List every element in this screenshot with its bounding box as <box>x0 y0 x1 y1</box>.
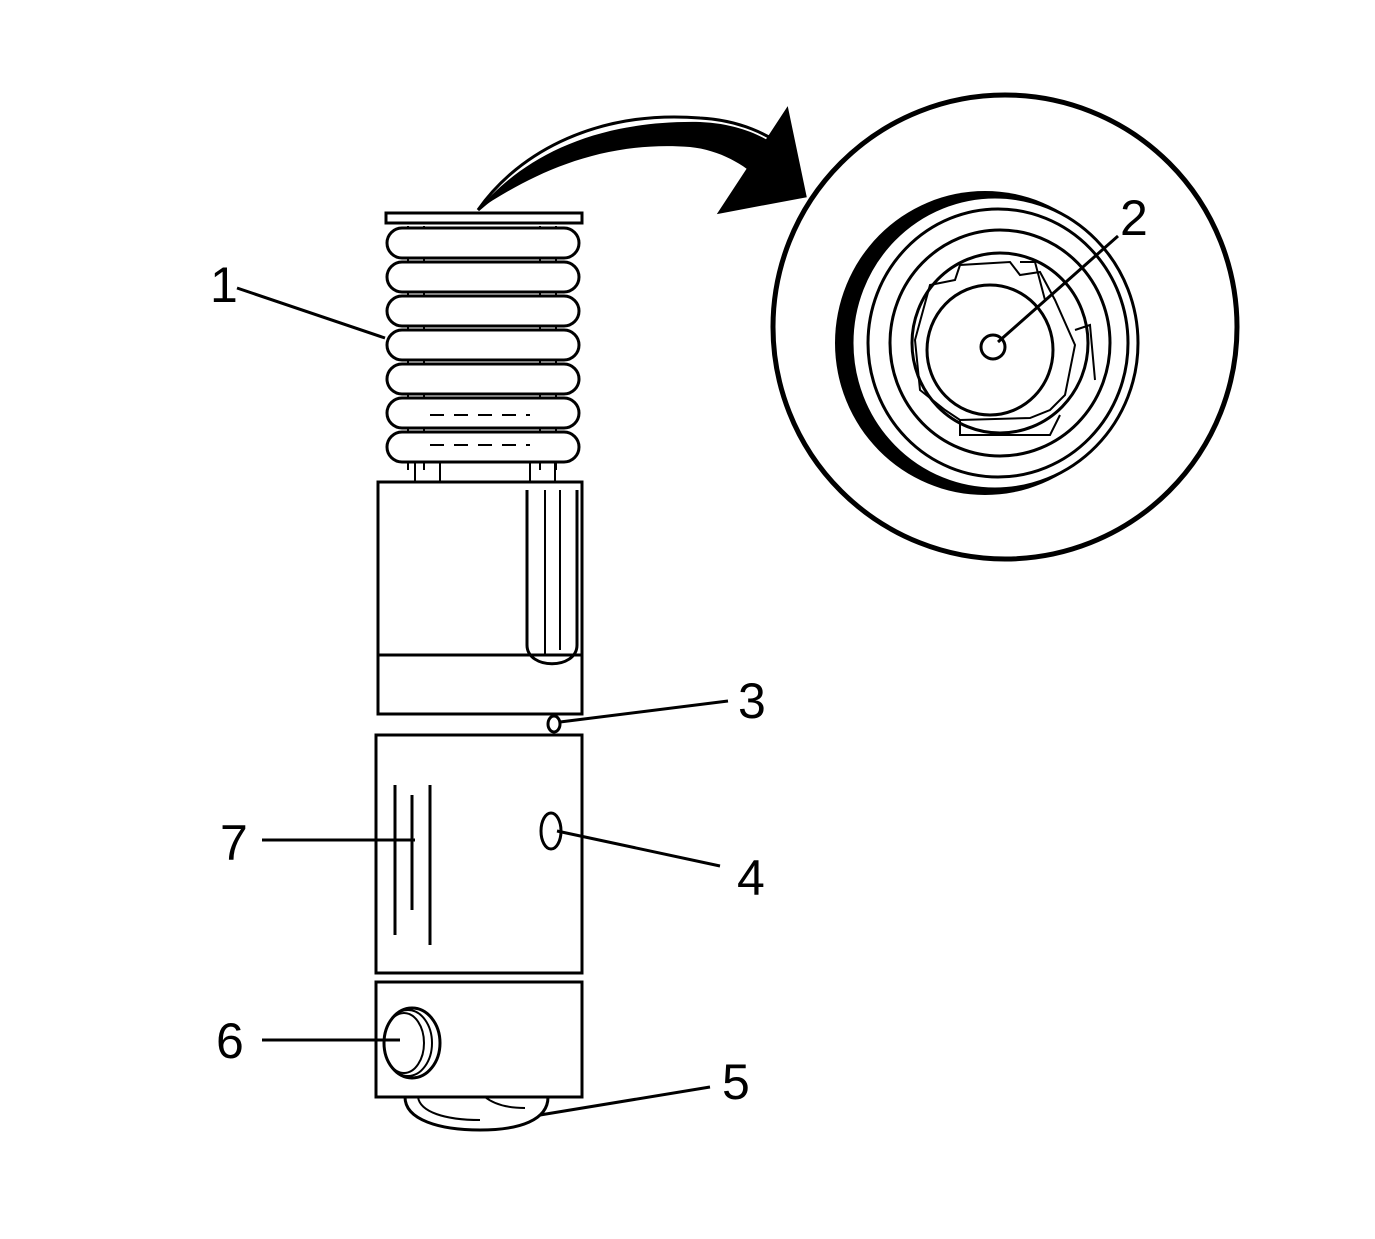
oil-hole <box>546 714 562 734</box>
callout-3: 3 <box>738 673 766 729</box>
callout-7: 7 <box>220 815 248 871</box>
callout-1: 1 <box>210 257 238 313</box>
leader-lines <box>236 234 1119 1117</box>
lifter-body <box>374 480 584 1132</box>
callout-6: 6 <box>216 1013 244 1069</box>
detail-view <box>770 92 1240 562</box>
callout-2: 2 <box>1120 190 1148 246</box>
callout-5: 5 <box>722 1054 750 1110</box>
callout-4: 4 <box>737 850 765 906</box>
detail-arrow <box>476 106 807 215</box>
valve-spring <box>384 211 584 482</box>
